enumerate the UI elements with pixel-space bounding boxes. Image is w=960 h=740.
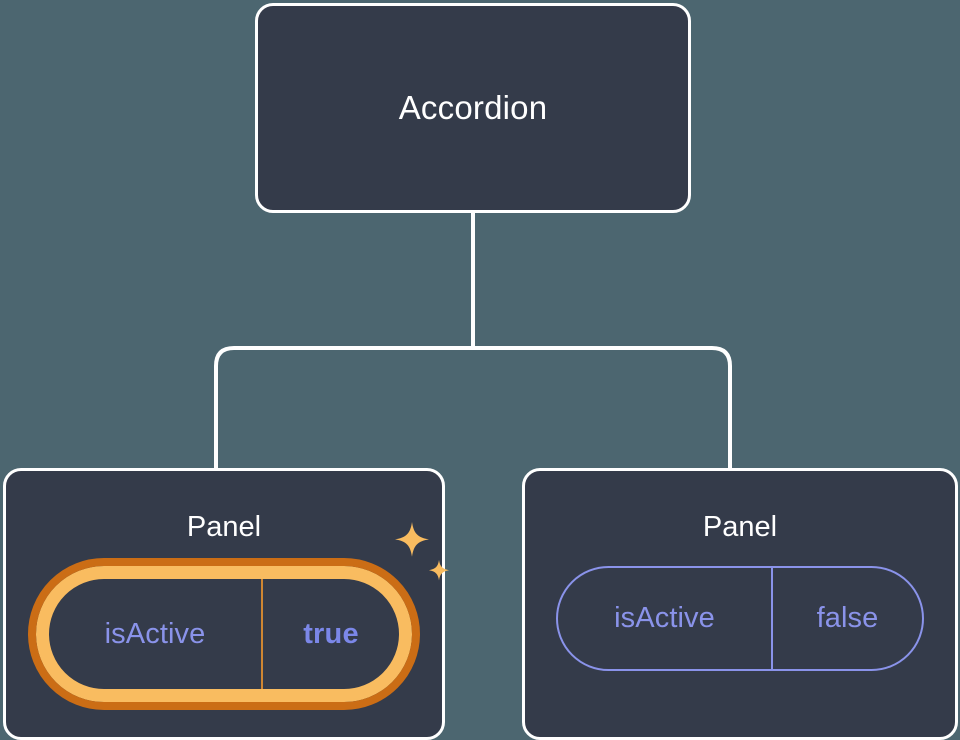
node-panel-active[interactable]: Panel isActive true [3,468,449,740]
node-accordion[interactable]: Accordion [255,3,691,213]
prop-value-label-active: true [303,617,359,650]
prop-key-label-active: isActive [104,617,206,650]
prop-key-cell-active: isActive [49,579,263,689]
node-panel-active-title: Panel [186,511,262,543]
prop-value-cell-active: true [263,579,399,689]
prop-pill-inactive-wrap: isActive false [556,566,924,671]
prop-value-cell-inactive: false [773,568,922,669]
node-panel-inactive[interactable]: Panel isActive false [522,468,958,740]
prop-key-label-inactive: isActive [614,602,715,634]
connector-branch-bar [214,346,732,470]
prop-pill-inactive[interactable]: isActive false [556,566,924,671]
node-accordion-title: Accordion [398,89,548,126]
prop-key-cell-inactive: isActive [558,568,773,669]
prop-pill-active-wrap: isActive true [28,522,449,710]
prop-pill-active[interactable]: isActive true [28,558,420,710]
prop-value-label-inactive: false [816,602,879,634]
node-panel-inactive-title: Panel [702,511,778,543]
